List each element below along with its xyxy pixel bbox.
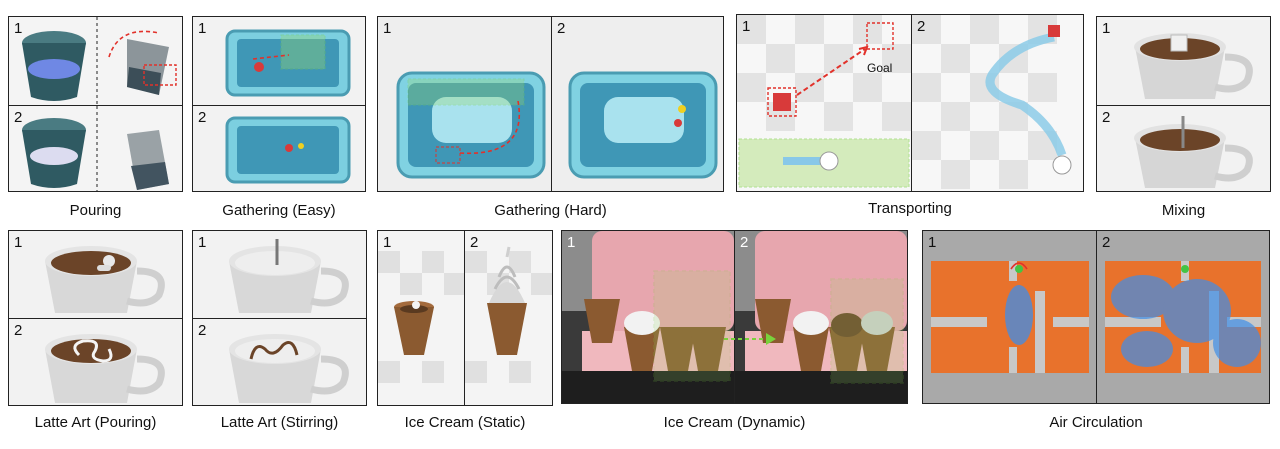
- pouring-scene-1: [9, 17, 182, 105]
- icecream-static-frame-2: 2: [465, 231, 552, 405]
- latte-stirring-frame-1-number: 1: [198, 234, 207, 251]
- gathering-easy-divider: [193, 105, 365, 106]
- latte-stirring-frame-2: 2: [193, 319, 366, 405]
- air-circulation-caption: Air Circulation: [1049, 414, 1143, 431]
- latte-pouring-frame-2: 2: [9, 319, 182, 405]
- transporting-frame-2-number: 2: [917, 18, 926, 35]
- latte-stirring-scene-1: [193, 231, 366, 318]
- icecream-static-caption: Ice Cream (Static): [404, 414, 526, 431]
- gathering-easy-frame-2: 2: [193, 106, 365, 191]
- gathering-easy-frame-1-number: 1: [198, 20, 207, 37]
- air-circulation-scene-1: [923, 231, 1096, 403]
- transporting-frame-1-number: 1: [742, 18, 751, 35]
- icecream-static-frame-1-number: 1: [383, 234, 392, 251]
- icecream-static-panel: 1 2: [377, 230, 553, 406]
- air-circulation-frame-1: 1: [923, 231, 1096, 403]
- gathering-hard-scene-2: [552, 17, 723, 191]
- mixing-frame-1: 1: [1097, 17, 1270, 105]
- gathering-hard-frame-2-number: 2: [557, 20, 566, 37]
- mixing-scene-1: [1097, 17, 1270, 105]
- mixing-divider: [1097, 105, 1270, 106]
- latte-pouring-divider: [9, 318, 182, 319]
- icecream-dynamic-frame-2: 2: [735, 231, 907, 403]
- transporting-frame-2: 2: [912, 15, 1083, 191]
- gathering-hard-scene-1: [378, 17, 551, 191]
- pouring-frame-1-number: 1: [14, 20, 23, 37]
- pouring-divider: [9, 105, 182, 106]
- gathering-hard-divider: [551, 17, 552, 191]
- latte-pouring-caption: Latte Art (Pouring): [34, 414, 157, 431]
- mixing-frame-2-number: 2: [1102, 109, 1111, 126]
- transporting-scene-2: [912, 15, 1083, 191]
- mixing-caption: Mixing: [1161, 202, 1206, 219]
- icecream-static-scene-2: [465, 231, 552, 405]
- latte-pouring-frame-1: 1: [9, 231, 182, 318]
- icecream-dynamic-scene-1: [562, 231, 734, 403]
- pouring-scene-2: [9, 106, 182, 191]
- mixing-frame-2: 2: [1097, 106, 1270, 191]
- icecream-dynamic-frame-1: 1: [562, 231, 734, 403]
- icecream-dynamic-arrow: [724, 333, 776, 345]
- gathering-hard-caption: Gathering (Hard): [494, 202, 607, 219]
- goal-label: Goal: [867, 61, 893, 75]
- icecream-static-divider: [464, 231, 465, 405]
- icecream-static-frame-2-number: 2: [470, 234, 479, 251]
- latte-stirring-caption: Latte Art (Stirring): [220, 414, 339, 431]
- pouring-frame-1: 1: [9, 17, 182, 105]
- icecream-dynamic-caption: Ice Cream (Dynamic): [663, 414, 806, 431]
- latte-stirring-scene-2: [193, 319, 366, 405]
- icecream-dynamic-divider: [734, 231, 735, 403]
- transporting-divider: [911, 15, 912, 191]
- air-circulation-frame-1-number: 1: [928, 234, 937, 251]
- gathering-easy-frame-2-number: 2: [198, 109, 207, 126]
- icecream-dynamic-scene-2: [735, 231, 907, 403]
- gathering-hard-frame-1: 1: [378, 17, 551, 191]
- latte-stirring-panel: 1 2: [192, 230, 367, 406]
- mixing-frame-1-number: 1: [1102, 20, 1111, 37]
- icecream-static-scene-1: [378, 231, 464, 405]
- icecream-dynamic-frame-1-number: 1: [567, 234, 576, 251]
- gathering-hard-frame-1-number: 1: [383, 20, 392, 37]
- latte-pouring-frame-1-number: 1: [14, 234, 23, 251]
- latte-pouring-panel: 1 2: [8, 230, 183, 406]
- gathering-hard-panel: 1 2: [377, 16, 724, 192]
- gathering-easy-panel: 1 2: [192, 16, 366, 192]
- pouring-panel: 1 2: [8, 16, 183, 192]
- mixing-scene-2: [1097, 106, 1270, 191]
- pouring-frame-2-number: 2: [14, 109, 23, 126]
- pouring-frame-2: 2: [9, 106, 182, 191]
- air-circulation-frame-2: 2: [1097, 231, 1269, 403]
- icecream-static-frame-1: 1: [378, 231, 464, 405]
- transporting-scene-1: [737, 15, 911, 191]
- latte-stirring-frame-2-number: 2: [198, 322, 207, 339]
- latte-pouring-scene-1: [9, 231, 182, 318]
- air-circulation-scene-2: [1097, 231, 1269, 403]
- transporting-frame-1: 1 Goal: [737, 15, 911, 191]
- gathering-hard-frame-2: 2: [552, 17, 723, 191]
- gathering-easy-scene-2: [193, 106, 365, 191]
- transporting-panel: 1 Goal 2: [736, 14, 1084, 192]
- mixing-panel: 1 2: [1096, 16, 1271, 192]
- transporting-caption: Transporting: [868, 200, 952, 217]
- air-circulation-panel: 1 2: [922, 230, 1270, 404]
- icecream-dynamic-panel: 1 2: [561, 230, 908, 404]
- latte-pouring-scene-2: [9, 319, 182, 405]
- latte-stirring-divider: [193, 318, 366, 319]
- latte-pouring-frame-2-number: 2: [14, 322, 23, 339]
- air-circulation-frame-2-number: 2: [1102, 234, 1111, 251]
- pouring-caption: Pouring: [69, 202, 122, 219]
- gathering-easy-caption: Gathering (Easy): [222, 202, 336, 219]
- air-circulation-divider: [1096, 231, 1097, 403]
- gathering-easy-scene-1: [193, 17, 365, 105]
- latte-stirring-frame-1: 1: [193, 231, 366, 318]
- icecream-dynamic-frame-2-number: 2: [740, 234, 749, 251]
- gathering-easy-frame-1: 1: [193, 17, 365, 105]
